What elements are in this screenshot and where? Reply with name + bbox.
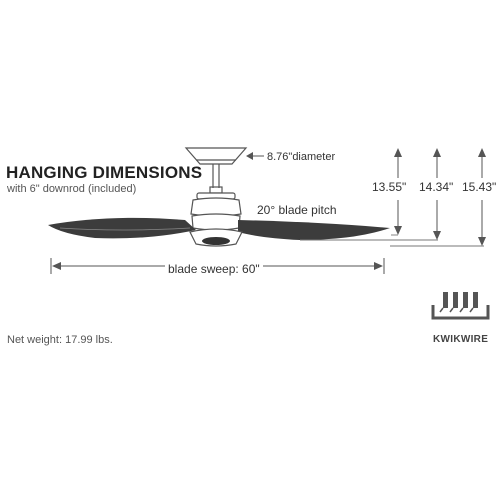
height-label-1: 13.55"	[372, 180, 407, 194]
kwikwire-logo	[431, 292, 490, 320]
diagram-subtitle: with 6" downrod (included)	[7, 183, 137, 195]
downrod	[209, 164, 223, 194]
canopy-diameter-label: 8.76"diameter	[267, 151, 336, 163]
net-weight-label: Net weight: 17.99 lbs.	[7, 334, 113, 346]
height-baselines	[300, 234, 484, 247]
height-arrow-1	[394, 148, 402, 235]
height-arrow-2	[433, 148, 441, 240]
blade-pitch-label: 20° blade pitch	[257, 203, 337, 217]
diameter-arrow	[246, 152, 264, 160]
height-label-3: 15.43"	[462, 180, 497, 194]
right-blade	[238, 220, 390, 240]
left-blade	[48, 217, 196, 239]
motor-housing	[190, 192, 242, 231]
blade-highlight	[59, 227, 191, 231]
light-kit	[189, 228, 243, 247]
kwikwire-logo-text: KWIKWIRE	[433, 334, 489, 345]
diagram-title: HANGING DIMENSIONS	[6, 163, 203, 182]
height-arrow-3	[478, 148, 486, 246]
fan-blades	[48, 217, 390, 240]
canopy	[184, 147, 248, 165]
height-label-2: 14.34"	[419, 180, 454, 194]
blade-sweep-label: blade sweep: 60"	[165, 262, 263, 276]
